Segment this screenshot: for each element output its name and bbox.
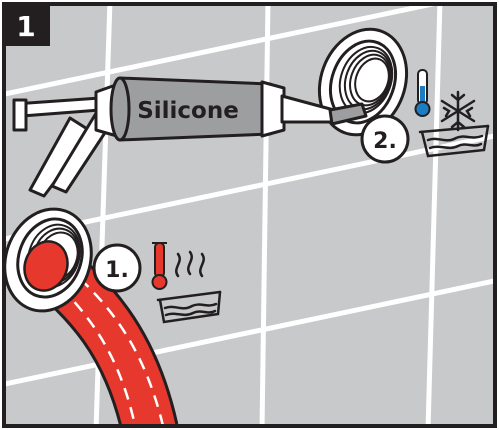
- hot-water-basin-icon: [156, 250, 222, 324]
- callout-2: 2.: [360, 114, 410, 164]
- step-number: 1: [16, 10, 35, 43]
- thermometer-hot-icon: [151, 242, 168, 290]
- snowflake-icon: [440, 90, 476, 132]
- wall-outlet-1: [3, 207, 93, 313]
- callout-1-label: 1.: [105, 258, 129, 283]
- tube-label: Silicone: [137, 98, 239, 124]
- step-badge: 1: [4, 4, 50, 46]
- caulking-gun: [12, 76, 368, 198]
- callout-2-label: 2.: [373, 129, 397, 154]
- thermometer-cold-icon: [414, 69, 431, 117]
- callout-1: 1.: [92, 243, 142, 293]
- cold-water-basin-icon: [418, 124, 490, 158]
